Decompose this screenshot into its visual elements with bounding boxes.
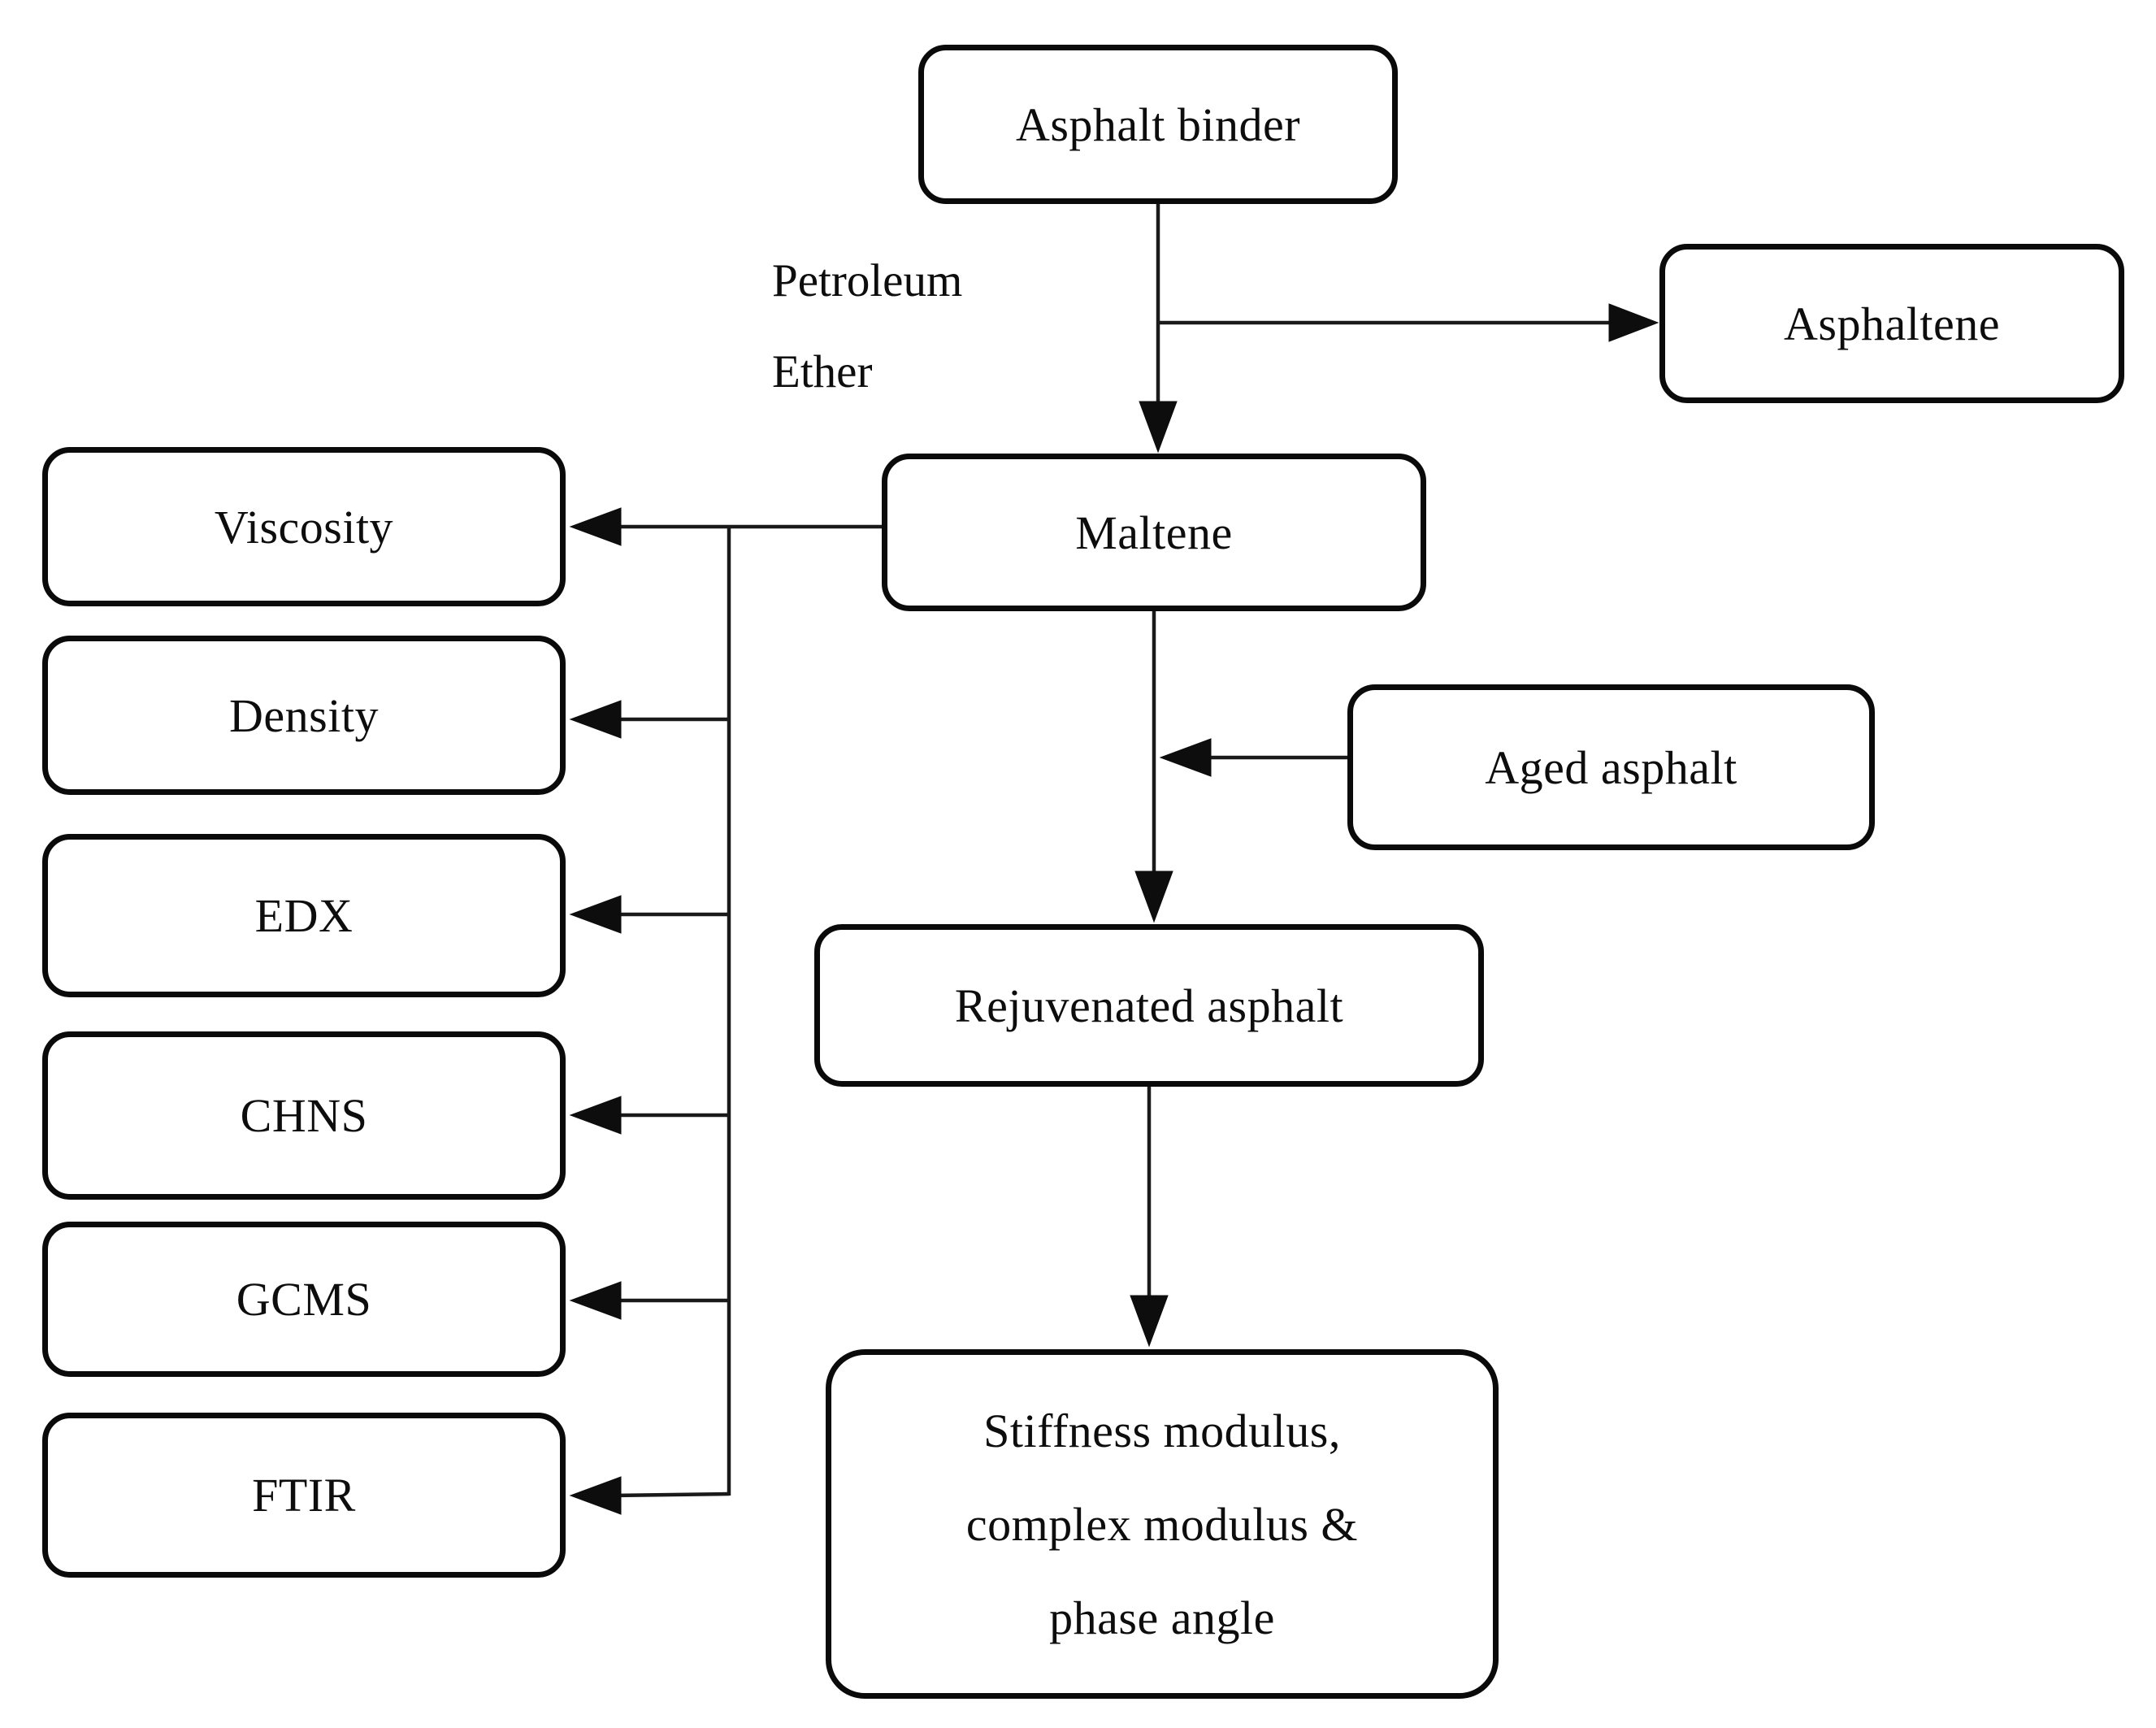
edge-rejuvenated-to-outputs (1130, 1087, 1169, 1348)
node-label: Viscosity (214, 500, 394, 554)
edge-maltene-to-rejuvenated-asphalt (1134, 611, 1173, 923)
node-label: Rejuvenated asphalt (954, 979, 1344, 1032)
edge-trunk-to-chns (569, 1096, 729, 1135)
node-asphaltene: Asphaltene (1659, 244, 2124, 403)
edge-asphalt-binder-to-asphaltene (1158, 303, 1659, 342)
node-label: Density (229, 688, 379, 742)
node-label: Maltene (1075, 506, 1233, 559)
node-gcms: GCMS (42, 1222, 566, 1377)
node-label: Stiffness modulus, complex modulus & pha… (965, 1404, 1359, 1644)
node-edx: EDX (42, 834, 566, 997)
edge-asphalt-binder-to-maltene (1139, 203, 1178, 454)
edge-trunk-to-density (569, 700, 729, 739)
node-ftir: FTIR (42, 1413, 566, 1578)
node-aged-asphalt: Aged asphalt (1347, 684, 1875, 850)
edge-trunk-to-gcms (569, 1281, 729, 1320)
node-mechanical-outputs: Stiffness modulus, complex modulus & pha… (826, 1349, 1499, 1699)
node-label: Asphalt binder (1015, 98, 1301, 151)
node-label: Asphaltene (1784, 297, 2000, 350)
edge-trunk-to-ftir (569, 1476, 730, 1515)
node-label: EDX (254, 889, 354, 942)
node-maltene: Maltene (882, 454, 1426, 611)
node-asphalt-binder: Asphalt binder (918, 45, 1398, 204)
edge-label-petroleum-ether: Petroleum Ether (772, 236, 1008, 418)
node-viscosity: Viscosity (42, 447, 566, 606)
node-label: GCMS (236, 1273, 372, 1326)
edge-label-text: Petroleum Ether (772, 255, 963, 397)
node-density: Density (42, 636, 566, 795)
edge-aged-asphalt-to-junction (1159, 738, 1347, 777)
node-chns: CHNS (42, 1031, 566, 1200)
node-label: CHNS (240, 1089, 368, 1142)
node-rejuvenated-asphalt: Rejuvenated asphalt (814, 924, 1484, 1087)
node-label: FTIR (252, 1469, 356, 1522)
node-label: Aged asphalt (1485, 740, 1737, 794)
edge-trunk-to-edx (569, 895, 729, 934)
edge-maltene-to-viscosity (569, 507, 882, 546)
